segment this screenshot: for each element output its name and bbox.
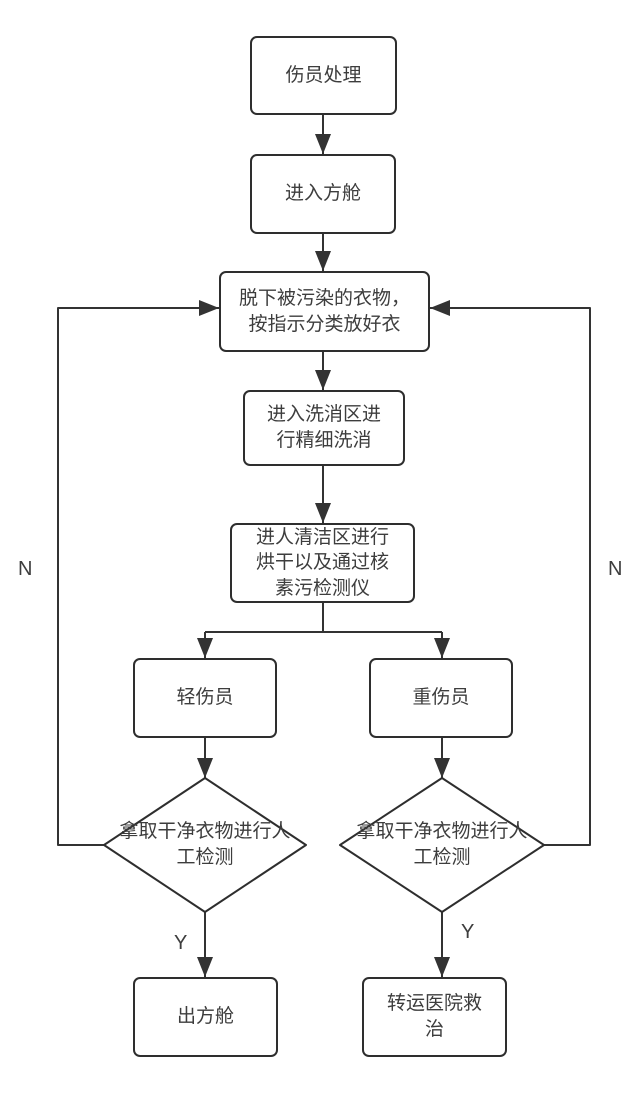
node-clean-area-label: 进人清洁区进行 烘干以及通过核 素污检测仪 <box>255 526 389 599</box>
node-casualty-handling: 伤员处理 <box>250 36 397 115</box>
node-clean-area-dry-detect: 进人清洁区进行 烘干以及通过核 素污检测仪 <box>230 523 415 603</box>
node-minor-injury: 轻伤员 <box>133 658 277 738</box>
decision-diamond-left <box>103 777 307 913</box>
edge-label-yes-left: Y <box>174 932 188 954</box>
edge-check-left-no-loop <box>57 300 219 846</box>
node-enter-cabin: 进入方舱 <box>250 154 396 234</box>
edge-label-no-right: N <box>608 558 623 580</box>
node-hospital-transfer: 转运医院救 治 <box>362 977 507 1057</box>
decision-diamond-right <box>339 777 545 913</box>
node-undress-contaminated-clothes: 脱下被污染的衣物， 按指示分类放好衣 <box>219 271 430 352</box>
decision-right-label: 拿取干净衣物进行人 工检测 <box>356 821 528 868</box>
node-hospital-transfer-label: 转运医院救 治 <box>386 993 482 1040</box>
node-severe-injury: 重伤员 <box>369 658 513 738</box>
node-enter-cabin-label: 进入方舱 <box>284 183 361 205</box>
node-wash-area: 进入洗消区进 行精细洗消 <box>243 390 405 466</box>
node-casualty-handling-label: 伤员处理 <box>285 64 362 86</box>
node-severe-injury-label: 重伤员 <box>412 687 470 709</box>
node-minor-injury-label: 轻伤员 <box>176 687 234 709</box>
edge-check-right-no-loop <box>430 300 591 846</box>
node-exit-cabin: 出方舱 <box>133 977 278 1057</box>
edge-label-yes-right: Y <box>461 921 475 943</box>
node-wash-area-label: 进入洗消区进 行精细洗消 <box>266 404 381 451</box>
edge-label-no-left: N <box>18 558 33 580</box>
decision-right-label-wrap: 拿取干净衣物进行人 工检测 <box>342 819 542 870</box>
decision-left-label-wrap: 拿取干净衣物进行人 工检测 <box>105 819 305 870</box>
node-exit-cabin-label: 出方舱 <box>176 1006 234 1028</box>
decision-left-label: 拿取干净衣物进行人 工检测 <box>119 821 291 868</box>
node-undress-label: 脱下被污染的衣物， 按指示分类放好衣 <box>238 287 410 335</box>
